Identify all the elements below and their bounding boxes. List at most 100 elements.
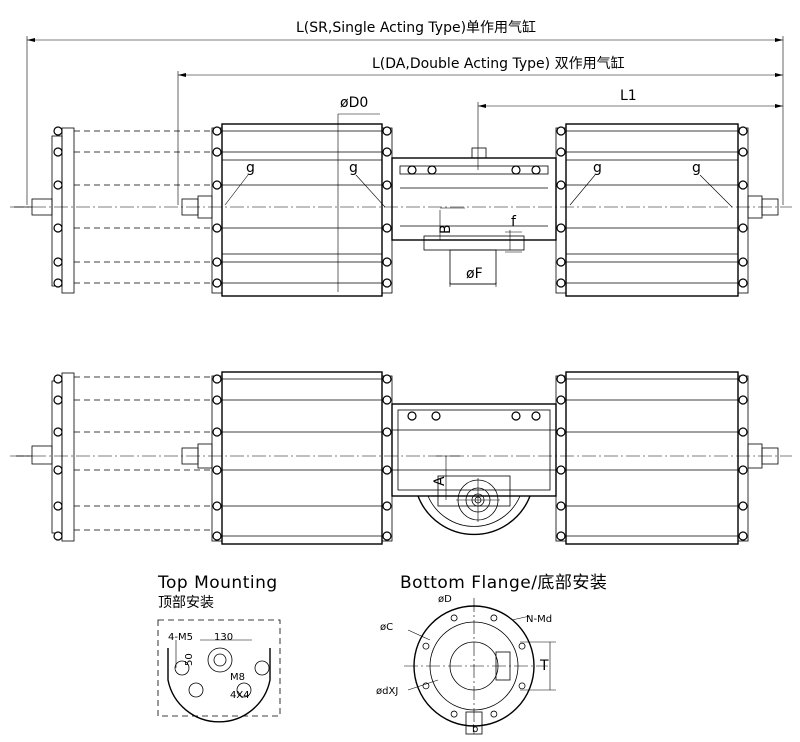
bolt-head [556,223,566,233]
bolt-group [53,126,748,541]
bolt-head [738,126,748,136]
bolt-head [738,180,748,190]
bolt-head [556,374,566,384]
bolt-head [738,257,748,267]
bolt-head [556,501,566,511]
flange-hole [422,642,430,650]
bolt-head [382,465,392,475]
front-view [10,371,792,545]
bolt-head [382,180,392,190]
dim-A: A [432,476,448,486]
bolt-head [738,501,748,511]
dim-L-double-acting: L(DA,Double Acting Type) 双作用气缸 [372,55,625,72]
bolt-head [53,180,63,190]
bolt-head [556,395,566,405]
bolt-head [382,501,392,511]
top-mounting-50: 50 [184,653,195,666]
bolt-head [53,223,63,233]
top-mounting-subtitle: 顶部安装 [158,595,214,611]
bolt-head [738,374,748,384]
flange-hole [450,614,458,622]
dim-g-1: g [246,160,255,176]
dim-F: øF [466,266,483,282]
flange-hole [422,682,430,690]
bolt-head [431,411,441,421]
bolt-head [212,465,222,475]
bolt-head [53,374,63,384]
bolt-head [556,180,566,190]
bolt-head [53,531,63,541]
flange-hole [490,614,498,622]
bolt-head [212,427,222,437]
bolt-head [738,531,748,541]
top-view [10,123,792,297]
bolt-head [407,165,417,175]
dim-L-single-acting: L(SR,Single Acting Type)单作用气缸 [296,19,536,36]
bolt-head [382,257,392,267]
top-mounting-title: Top Mounting [157,573,278,593]
bolt-head [382,278,392,288]
bottom-flange-dXJ: ødXJ [376,686,398,697]
bolt-head [212,147,222,157]
bolt-head [212,374,222,384]
bottom-flange-NMd: N-Md [526,614,552,625]
bolt-head [212,180,222,190]
dim-g-2: g [349,160,358,176]
bolt-head [556,465,566,475]
dim-g-4: g [692,160,701,176]
bolt-head [738,465,748,475]
bolt-head [382,531,392,541]
bolt-head [407,411,417,421]
bolt-head [53,395,63,405]
bolt-head [212,501,222,511]
bolt-head [511,165,521,175]
bolt-head [53,465,63,475]
bolt-head [212,223,222,233]
bolt-head [427,165,437,175]
bolt-head [212,126,222,136]
bolt-head [738,278,748,288]
bolt-head [382,374,392,384]
bolt-head [212,278,222,288]
bolt-head [556,257,566,267]
flange-hole [518,682,526,690]
bolt-head [53,147,63,157]
dim-L1: L1 [620,88,637,104]
bolt-head [556,531,566,541]
bolt-head [212,531,222,541]
bottom-flange-title: Bottom Flange/底部安装 [400,573,607,593]
top-mounting-m5: 4-M5 [168,632,193,643]
bolt-head [531,411,541,421]
bolt-head [531,165,541,175]
flange-hole [490,710,498,718]
bottom-flange-detail [404,598,556,735]
flange-bolt-holes [422,614,526,718]
bolt-head [212,395,222,405]
bolt-head [382,427,392,437]
bolt-head [212,257,222,267]
bolt-head [511,411,521,421]
bolt-head [53,126,63,136]
dim-B: B [438,224,454,234]
flange-hole [450,710,458,718]
bolt-head [556,147,566,157]
dim-f: f [511,214,517,230]
bolt-head [556,427,566,437]
flange-hole [518,642,526,650]
bolt-head [53,278,63,288]
bolt-head [556,278,566,288]
bottom-flange-D: øD [438,594,452,605]
bolt-head [382,395,392,405]
bottom-flange-C: øC [380,622,393,633]
bolt-head [738,147,748,157]
bottom-flange-T: T [539,658,549,674]
dim-g-3: g [593,160,602,176]
bolt-head [556,126,566,136]
bolt-head [53,427,63,437]
top-mounting-m8: M8 [230,672,245,683]
bolt-head [738,427,748,437]
dim-D0: øD0 [340,95,368,111]
top-mounting-detail [157,619,281,723]
top-mounting-4x4: 4X4 [230,690,250,701]
